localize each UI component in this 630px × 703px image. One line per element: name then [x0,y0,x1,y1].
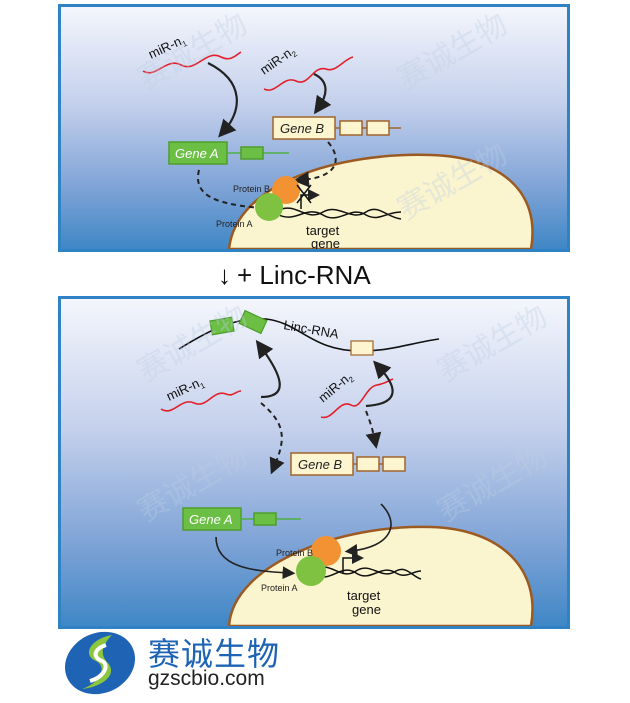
target-gene-dna [278,207,402,220]
mirna-2-label: miR-n2 [257,42,299,79]
protein-a [255,193,283,221]
logo-domain: gzscbio.com [148,667,265,690]
gene-b-exon-2 [366,120,390,136]
company-logo: 赛诚生物 gzscbio.com [60,625,320,700]
mirna-1-strand [160,390,242,412]
mirna-2-label: miR-n2 [315,368,356,407]
cell-nucleus [227,525,534,626]
down-arrow-icon: ↓ [218,259,231,290]
gene-b-exon-1 [356,456,380,472]
transition-label: ↓ + Linc-RNA [218,258,371,292]
arrow-gene-b-to-protein-b [344,503,392,557]
mirna-1-label: miR-n1 [146,31,189,63]
dashed-arrow-mirna2-to-gene-b [365,410,382,449]
gene-b-exon-2 [382,456,406,472]
gene-a-label: Gene A [175,146,219,161]
linc-rna-green-block-1 [209,316,235,336]
target-gene-label-2: gene [352,602,381,617]
linc-rna-cream-block [350,340,374,356]
arrow-gene-a-to-protein-a [215,536,296,580]
linc-rna-green-block-2 [238,309,268,335]
protein-a-label: Protein A [216,219,253,229]
protein-b-label: Protein B [233,184,270,194]
target-gene-label-1: target [347,588,381,603]
dashed-arrow-gene-a-to-protein-a [196,169,277,217]
target-gene-label-2: gene [311,236,340,249]
protein-b [272,176,300,204]
gene-a-exon [240,146,264,160]
mirna-2-strand [320,378,394,419]
arrow-mirna2-to-linc-rna [365,360,394,408]
dashed-arrow-mirna1-to-gene-a [260,402,285,475]
logo-swirl-icon [64,631,136,695]
arrow-mirna1-to-linc-rna [255,339,281,399]
mirna-1-label: miR-n1 [164,373,207,405]
gene-b-label: Gene B [298,457,342,472]
top-diagram: miR-n1 miR-n2 Gene B Gene A Protein B Pr… [142,31,534,249]
arrow-mirna2-to-gene-b [313,73,332,115]
active-transcription-icon [342,552,364,574]
arrow-mirna1-to-gene-a [207,62,238,138]
protein-a-label: Protein A [261,583,298,593]
target-gene-dna [315,566,422,580]
mirna-1-strand [142,51,242,74]
target-gene-label-1: target [306,223,340,238]
panel-with-linc-rna: Linc-RNA miR-n1 miR-n2 Gene B Gene A Pro… [58,296,570,629]
gene-a-exon [253,512,277,526]
blocked-transcription-icon [300,189,320,209]
gene-a-label: Gene A [189,512,233,527]
protein-b-label: Protein B [276,548,313,558]
protein-a [296,556,326,586]
logo-name-cn: 赛诚生物 [148,635,281,673]
mirna-2-strand [263,56,354,91]
add-linc-rna-label: + Linc-RNA [237,259,371,290]
bottom-diagram: Linc-RNA miR-n1 miR-n2 Gene B Gene A Pro… [160,309,534,626]
gene-b-exon-1 [339,120,363,136]
panel-without-linc-rna: miR-n1 miR-n2 Gene B Gene A Protein B Pr… [58,4,570,252]
gene-b-label: Gene B [280,121,324,136]
